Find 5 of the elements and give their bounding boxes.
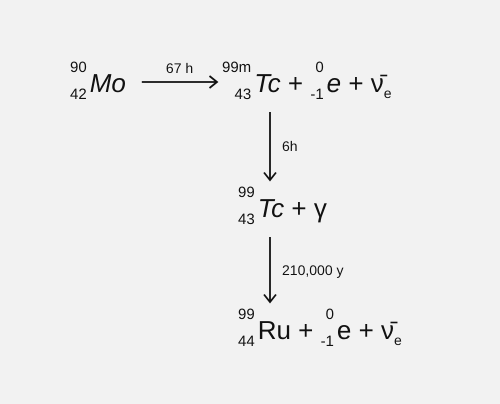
arrow bbox=[142, 75, 218, 89]
arrow bbox=[263, 237, 277, 303]
edge-label: 67 h bbox=[164, 60, 196, 76]
arrow bbox=[263, 112, 277, 181]
edge-label: 6h bbox=[280, 138, 300, 154]
